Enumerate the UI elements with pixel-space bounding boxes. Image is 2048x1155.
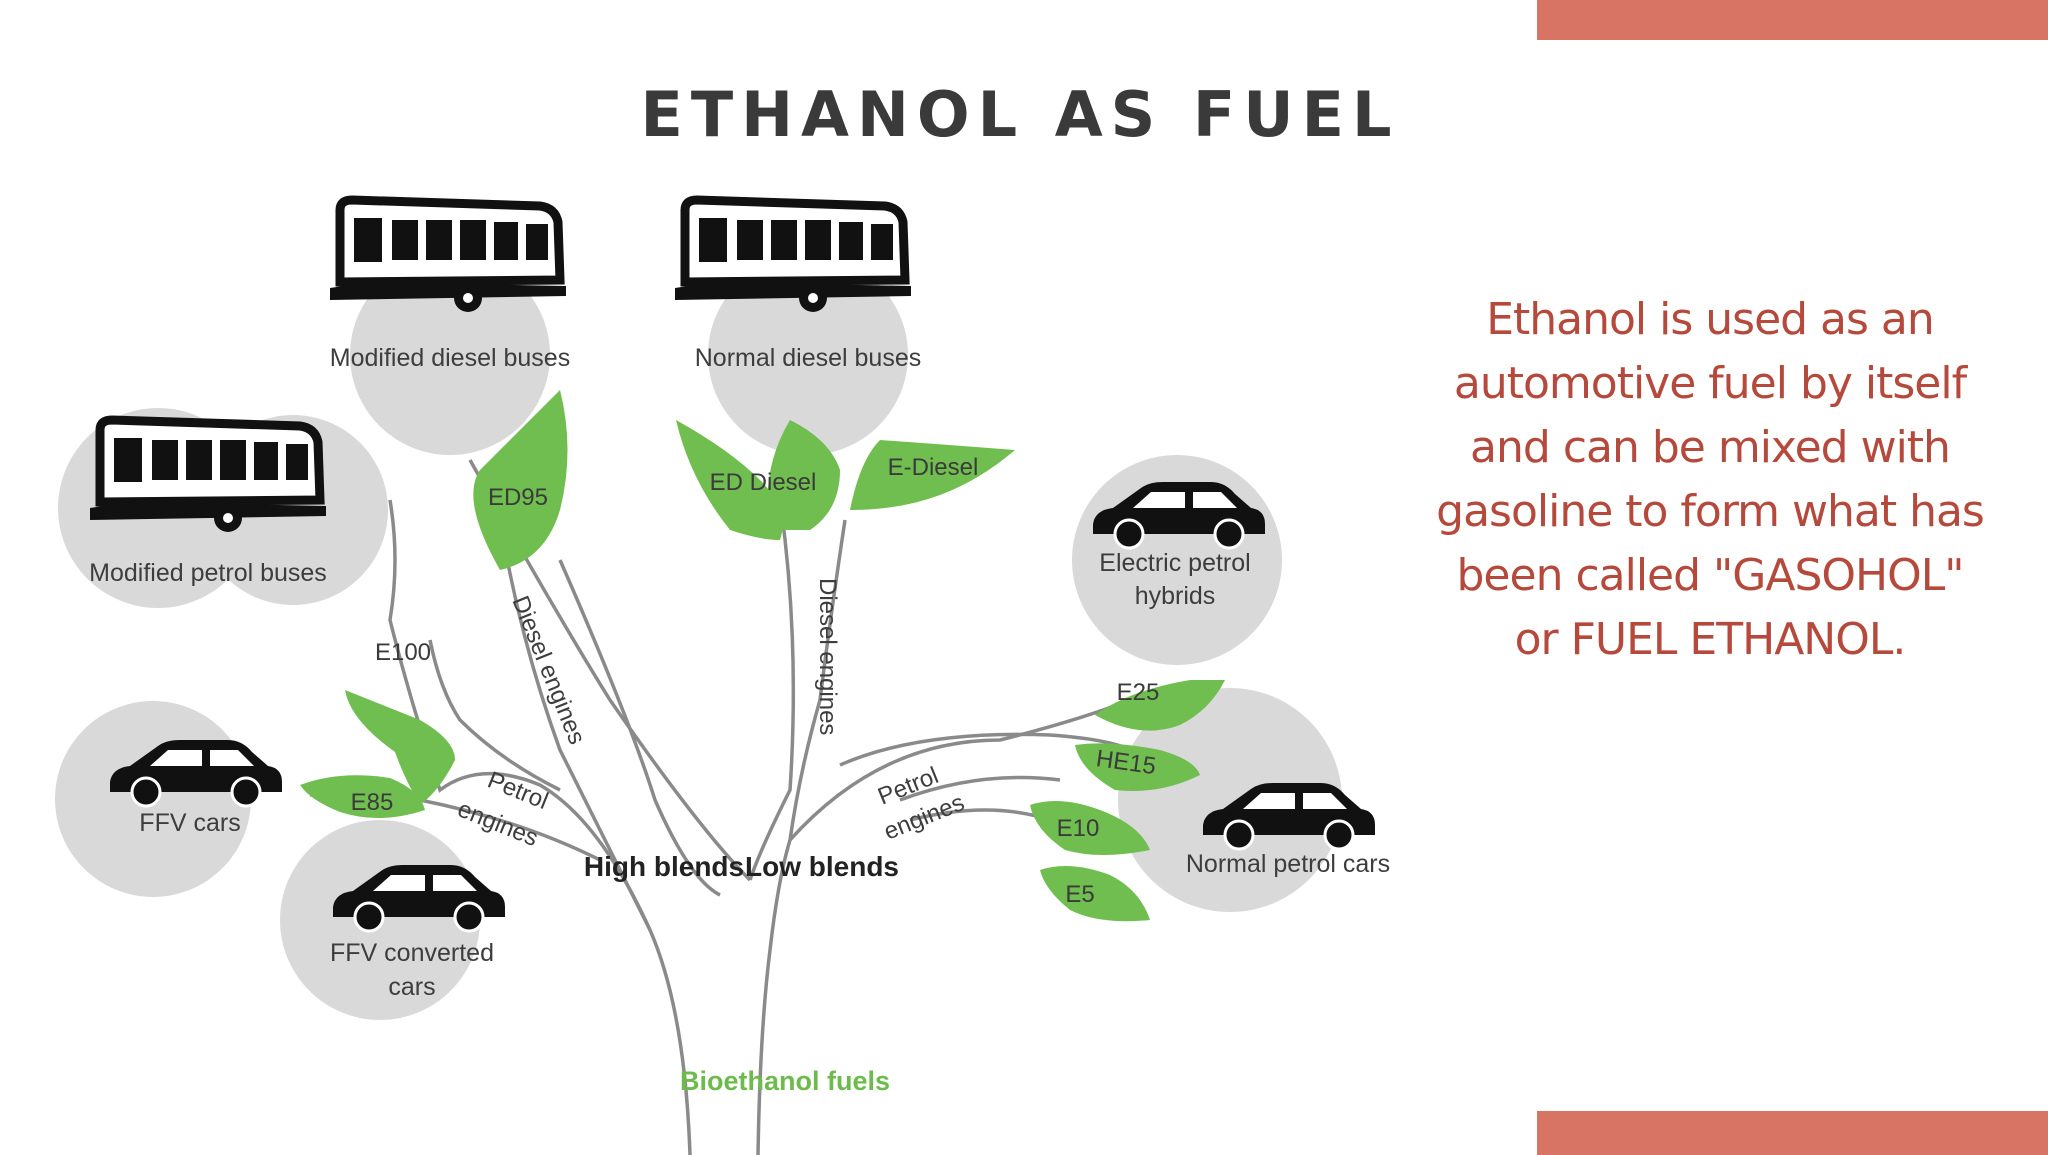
leaf-label-ed-diesel: ED Diesel bbox=[710, 469, 817, 496]
slide-description: Ethanol is used as an automotive fuel by… bbox=[1436, 294, 1985, 665]
bottom-accent-bar bbox=[1537, 1111, 2048, 1155]
top-accent-bar bbox=[1537, 0, 2048, 40]
label-ffv-converted-line1: FFV converted bbox=[330, 939, 494, 967]
slide-title: ETHANOL AS FUEL bbox=[640, 78, 1400, 151]
tree-branches bbox=[309, 459, 1142, 1155]
leaves bbox=[300, 390, 1225, 922]
leaf-label-e100: E100 bbox=[375, 639, 431, 666]
bus-icon-normal-diesel bbox=[675, 200, 911, 312]
label-ffv-cars: FFV cars bbox=[139, 809, 240, 837]
label-modified-petrol-buses: Modified petrol buses bbox=[89, 559, 327, 587]
label-diesel-engines-left: Diesel engines bbox=[506, 592, 590, 748]
leaf-label-e10: E10 bbox=[1057, 815, 1100, 842]
label-diesel-engines-right: Diesel engines bbox=[814, 578, 841, 735]
label-modified-diesel-buses: Modified diesel buses bbox=[330, 344, 570, 372]
label-electric-hybrids-line1: Electric petrol bbox=[1099, 549, 1250, 577]
label-normal-diesel-buses: Normal diesel buses bbox=[695, 344, 922, 372]
leaf-label-e85: E85 bbox=[351, 789, 394, 816]
label-ffv-converted-line2: cars bbox=[388, 973, 435, 1001]
ethanol-fuel-tree-diagram: Modified diesel buses Normal diesel buse… bbox=[55, 170, 1390, 1155]
leaf-label-ed95: ED95 bbox=[488, 484, 548, 511]
label-high-blends: High blends bbox=[584, 851, 744, 882]
leaf-label-e5: E5 bbox=[1065, 881, 1094, 908]
leaf-label-e-diesel: E-Diesel bbox=[888, 454, 979, 481]
leaf-label-e25: E25 bbox=[1117, 679, 1160, 706]
label-low-blends: Low blends bbox=[745, 851, 899, 882]
bus-icon-modified-diesel bbox=[330, 200, 566, 312]
label-bioethanol-fuels: Bioethanol fuels bbox=[680, 1066, 890, 1096]
label-normal-petrol-cars: Normal petrol cars bbox=[1186, 850, 1390, 878]
label-electric-hybrids-line2: hybrids bbox=[1135, 582, 1216, 610]
bus-icon-modified-petrol bbox=[90, 420, 326, 532]
